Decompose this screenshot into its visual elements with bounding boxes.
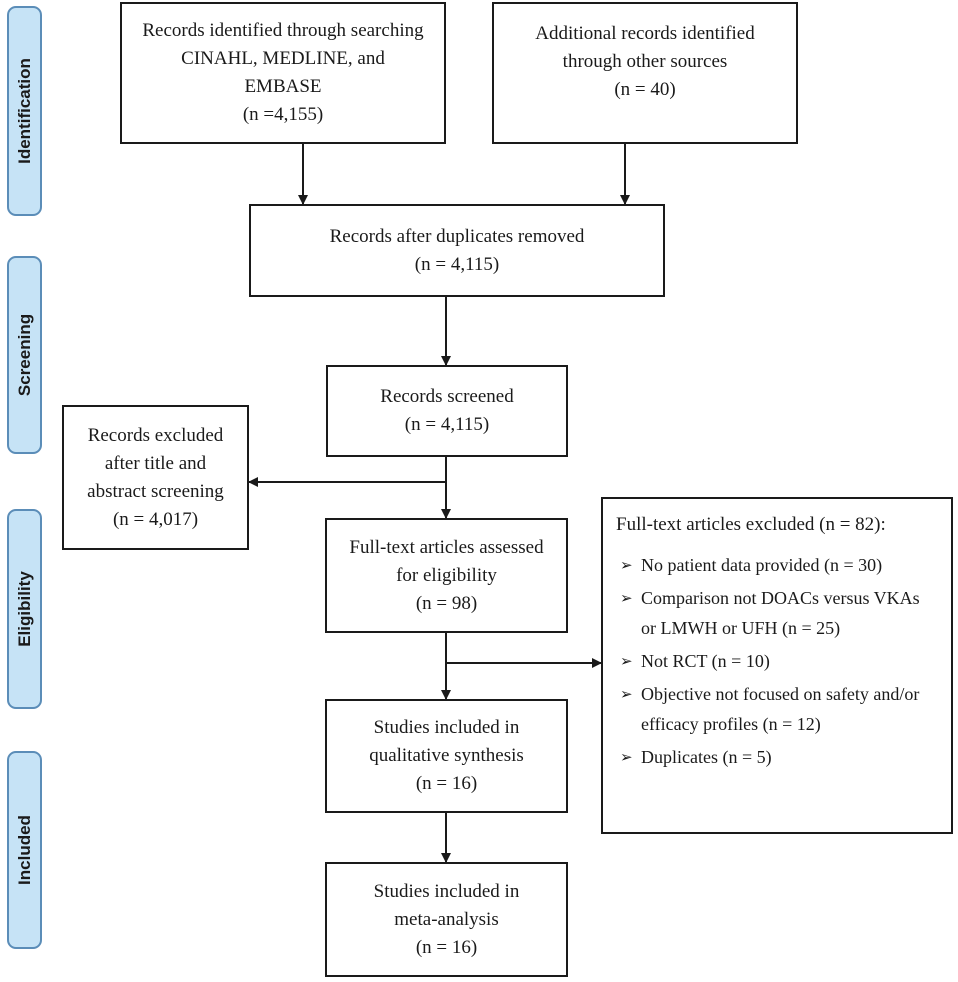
records-excluded-box: Records excluded after title and abstrac…: [62, 405, 249, 550]
records-other-sources-box: Additional records identified through ot…: [492, 2, 798, 144]
arrow-bullet-icon: ➢: [620, 652, 633, 670]
stage-label-identification: Identification: [14, 58, 34, 164]
stage-identification: Identification: [7, 6, 42, 216]
box-line: EMBASE: [244, 76, 322, 97]
box-line: (n = 98): [415, 592, 478, 614]
reason-line: efficacy profiles (n = 12): [641, 714, 821, 734]
exclusion-reasons-list: ➢ No patient data provided (n = 30) ➢ Co…: [620, 550, 945, 775]
list-item: ➢ Comparison not DOACs versus VKAs or LM…: [620, 583, 945, 643]
stage-label-screening: Screening: [14, 313, 34, 397]
box-line: CINAHL, MEDLINE, and: [181, 48, 385, 69]
fulltext-assessed-box: Full-text articles assessed for eligibil…: [325, 518, 568, 633]
reason-line: Not RCT (n = 10): [641, 651, 770, 671]
stage-label-included: Included: [14, 815, 34, 885]
box-line: Records identified through searching: [142, 20, 424, 41]
records-search-box: Records identified through searching CIN…: [120, 2, 446, 144]
box-line: (n = 16): [415, 936, 478, 958]
arrow-bullet-icon: ➢: [620, 589, 633, 607]
list-item: ➢ Not RCT (n = 10): [620, 646, 945, 676]
box-line: (n = 40): [614, 79, 676, 100]
qualitative-synthesis-box: Studies included in qualitative synthesi…: [325, 699, 568, 813]
box-line: (n = 4,017): [112, 508, 199, 530]
reason-line: or LMWH or UFH (n = 25): [641, 618, 841, 638]
list-item: ➢ No patient data provided (n = 30): [620, 550, 945, 580]
list-item: ➢ Duplicates (n = 5): [620, 742, 945, 772]
duplicates-removed-box: Records after duplicates removed (n = 4,…: [249, 204, 665, 297]
reason-line: Objective not focused on safety and/or: [641, 684, 920, 704]
box-line: (n = 4,115): [414, 253, 500, 275]
box-line: Records after duplicates removed: [329, 225, 585, 247]
box-line: Full-text articles assessed: [349, 536, 544, 558]
stage-label-eligibility: Eligibility: [14, 571, 34, 647]
stage-included: Included: [7, 751, 42, 949]
box-line: abstract screening: [87, 480, 224, 502]
box-line: Records excluded: [87, 424, 224, 446]
box-line: Records screened: [380, 386, 514, 407]
fulltext-excluded-heading: Full-text articles excluded (n = 82):: [616, 514, 886, 535]
list-item: ➢ Objective not focused on safety and/or…: [620, 679, 945, 739]
reason-line: Duplicates (n = 5): [641, 747, 772, 767]
box-line: after title and: [104, 452, 207, 474]
stage-eligibility: Eligibility: [7, 509, 42, 709]
reason-line: Comparison not DOACs versus VKAs: [641, 588, 920, 608]
arrow-bullet-icon: ➢: [620, 748, 633, 766]
stage-screening: Screening: [7, 256, 42, 454]
box-line: Studies included in: [373, 880, 520, 902]
fulltext-excluded-box: Full-text articles excluded (n = 82): ➢ …: [601, 497, 953, 834]
box-line: Studies included in: [373, 717, 520, 738]
box-line: (n = 16): [415, 773, 478, 794]
meta-analysis-box: Studies included in meta-analysis (n = 1…: [325, 862, 568, 977]
box-line: for eligibility: [396, 564, 497, 586]
records-screened-box: Records screened (n = 4,115): [326, 365, 568, 457]
box-line: through other sources: [562, 51, 728, 72]
arrow-bullet-icon: ➢: [620, 685, 633, 703]
box-line: (n = 4,115): [404, 414, 490, 435]
arrow-bullet-icon: ➢: [620, 556, 633, 574]
box-line: Additional records identified: [535, 23, 755, 44]
box-line: qualitative synthesis: [369, 745, 524, 766]
reason-line: No patient data provided (n = 30): [641, 555, 883, 575]
box-line: (n =4,155): [242, 104, 324, 125]
box-line: meta-analysis: [394, 908, 499, 930]
